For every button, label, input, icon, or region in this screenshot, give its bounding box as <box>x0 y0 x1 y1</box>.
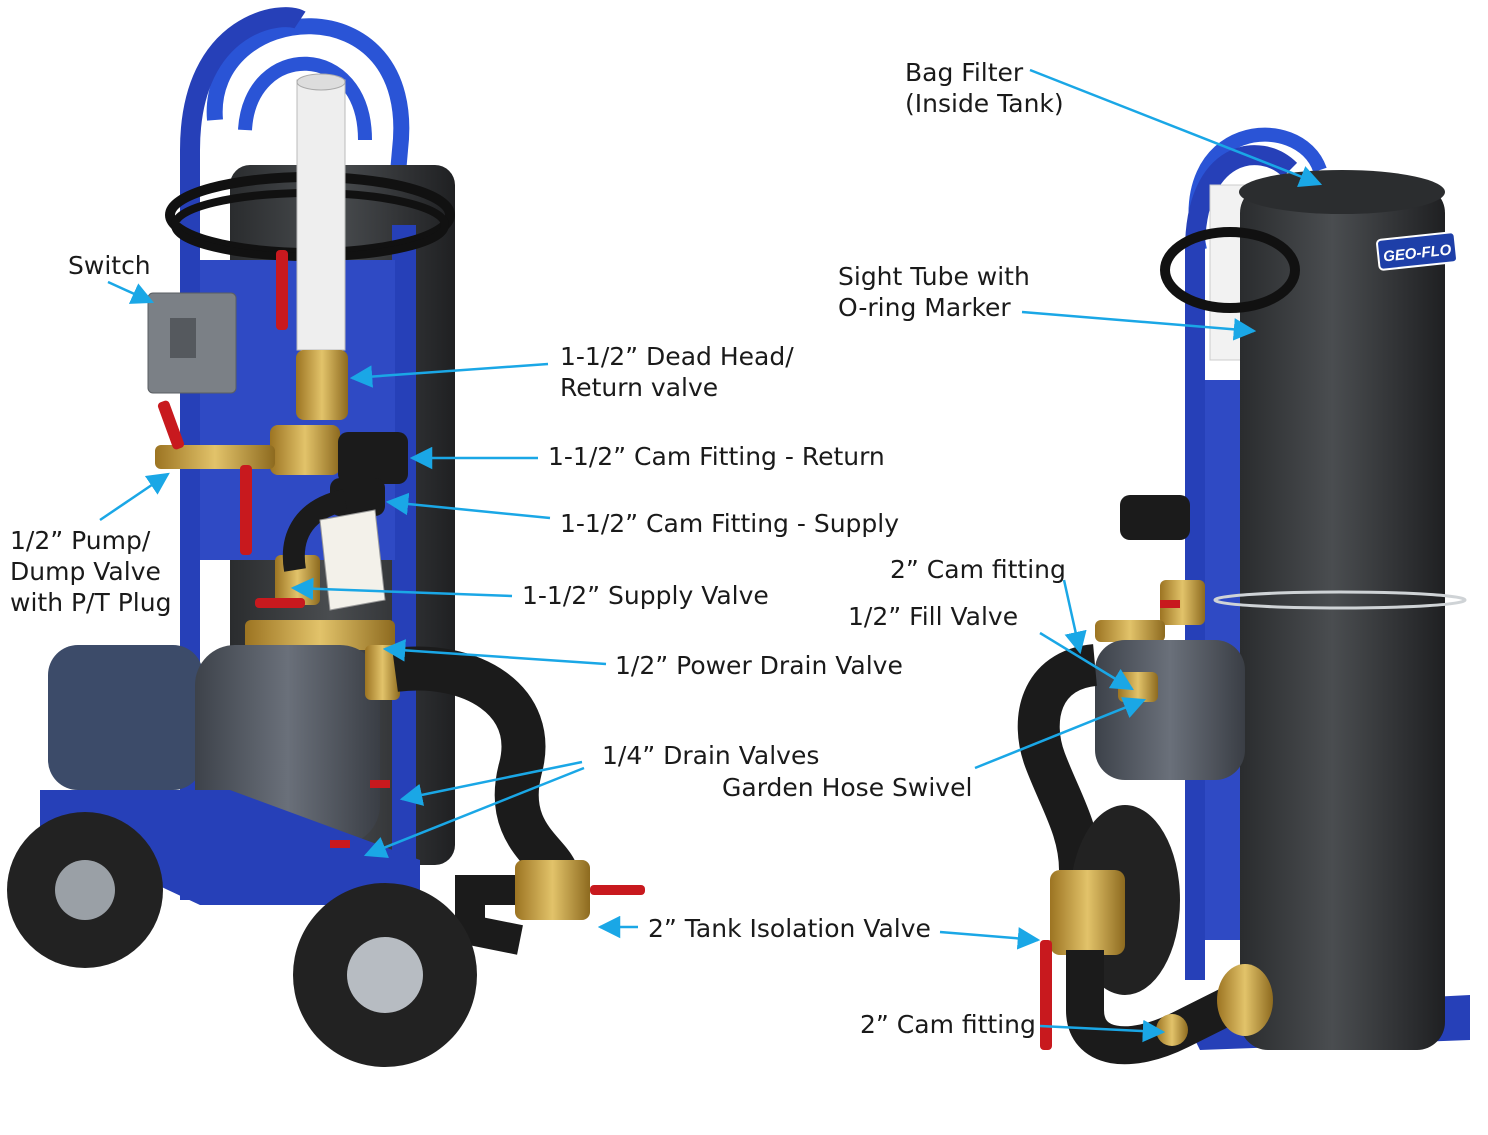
brass-fill-valve <box>1095 620 1165 642</box>
cam-fitting <box>1120 495 1190 540</box>
callout-arrows <box>99 68 1323 1043</box>
label-dead-head-line1: 1-1/2” Dead Head/ <box>560 342 794 371</box>
supply-hose <box>282 489 348 572</box>
red-handle <box>276 250 288 330</box>
label-pump-dump-line3: with P/T Plug <box>10 588 172 617</box>
label-pump-dump-line2: Dump Valve <box>10 557 161 586</box>
tank-top <box>1239 170 1445 214</box>
arrow-cam-supply <box>385 492 551 520</box>
arrow-drain-lower <box>363 766 585 858</box>
label-garden-hose: Garden Hose Swivel <box>722 773 973 802</box>
tank-outlet <box>1217 964 1273 1036</box>
arrow-pump-dump <box>99 472 170 522</box>
red-handle <box>1160 600 1180 608</box>
pvc-pipe-top <box>296 73 346 91</box>
arrow-supply-valve <box>290 577 513 600</box>
red-handle <box>590 885 645 895</box>
arrow-power-drain <box>382 639 607 666</box>
pvc-pipe <box>296 79 346 351</box>
arrow-sight-tube <box>1021 310 1257 341</box>
arrow-dead-head <box>349 362 549 388</box>
brass-manifold <box>155 445 275 469</box>
red-handle <box>255 598 305 608</box>
frame-handle <box>1185 145 1298 980</box>
arrow-switch <box>107 280 155 304</box>
cam-elbow <box>455 875 523 955</box>
hub-right <box>347 937 423 1013</box>
red-handle <box>157 400 185 450</box>
label-pump-dump-line1: 1/2” Pump/ <box>10 526 151 555</box>
frame-rail-right <box>392 225 416 905</box>
brass-valve <box>296 350 348 420</box>
label-fill-valve: 1/2” Fill Valve <box>848 602 1019 631</box>
right-cart-photo: GEO-FLO <box>1017 127 1470 1065</box>
brass-valve <box>1160 580 1205 625</box>
label-tank-isolation: 2” Tank Isolation Valve <box>648 914 931 943</box>
arrow-drain-upper <box>399 760 583 806</box>
label-cam-return: 1-1/2” Cam Fitting - Return <box>548 442 885 471</box>
label-switch: Switch <box>68 251 151 280</box>
arrow-cam-bottom <box>1039 1019 1166 1043</box>
label-power-drain: 1/2” Power Drain Valve <box>615 651 903 680</box>
label-sight-tube-line2: O-ring Marker <box>838 293 1011 322</box>
base-tray <box>40 790 420 905</box>
label-cam-supply: 1-1/2” Cam Fitting - Supply <box>560 509 900 538</box>
red-handle <box>330 840 350 848</box>
arrow-garden-hose <box>974 697 1147 770</box>
red-handle <box>240 465 252 555</box>
tank-strap <box>1213 590 1467 610</box>
brand-logo <box>1376 231 1458 271</box>
label-dead-head-line2: Return valve <box>560 373 719 402</box>
label-cam-fitting-bottom: 2” Cam fitting <box>860 1010 1036 1039</box>
discharge-hose <box>1017 644 1101 871</box>
discharge-hose <box>392 646 575 882</box>
brass-manifold-lower <box>245 620 395 650</box>
cord-coil <box>1160 227 1300 313</box>
brass-isolation-valve <box>1050 870 1125 955</box>
notice-tag <box>319 509 386 611</box>
arrow-tank-isolation-right <box>939 927 1041 950</box>
label-drain-valves: 1/4” Drain Valves <box>602 741 820 770</box>
blue-hose <box>238 56 372 141</box>
label-sight-tube-line1: Sight Tube with <box>838 262 1030 291</box>
cam-fitting-return <box>338 432 408 484</box>
motor <box>48 645 203 790</box>
brass-tee <box>270 425 340 475</box>
red-handle <box>1040 940 1052 1050</box>
label-bag-filter-line2: (Inside Tank) <box>905 89 1064 118</box>
arrow-fill-valve <box>1039 631 1134 691</box>
frame-handle <box>180 7 306 900</box>
arrow-cam-top <box>1062 579 1087 655</box>
red-handle <box>370 780 390 788</box>
left-cart-photo <box>7 7 645 1067</box>
brass-isolation-valve <box>515 860 590 920</box>
label-cam-fitting-top: 2” Cam fitting <box>890 555 1066 584</box>
brass-garden-hose <box>1118 672 1158 702</box>
switch-handle <box>170 318 196 358</box>
cam-ring <box>1156 1014 1188 1046</box>
right-tank <box>1240 185 1445 1050</box>
hub-left <box>55 860 115 920</box>
blue-hose <box>206 18 410 241</box>
arrow-bag-filter <box>1029 68 1323 188</box>
label-supply-valve: 1-1/2” Supply Valve <box>522 581 769 610</box>
label-bag-filter-line1: Bag Filter <box>905 58 1024 87</box>
